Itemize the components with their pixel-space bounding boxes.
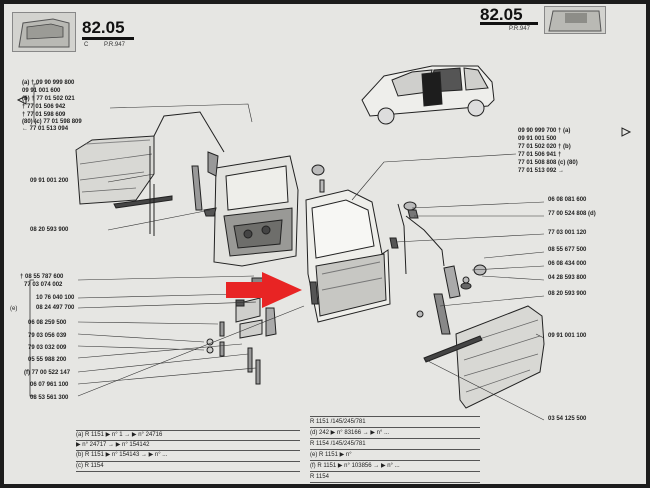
page-ref: P.R.947 xyxy=(104,42,125,48)
left-ref-4: 10 76 040 100 xyxy=(36,295,75,301)
left-door-frame xyxy=(213,155,299,267)
catalog-page: 82.05 C P.R.947 82.05 P.R.947 xyxy=(4,4,646,484)
right-page-number: 82.05 xyxy=(480,5,523,24)
left-top-ref-0: (a) † 09 90 999 800 xyxy=(22,80,75,86)
left-ref-7: 79 03 056 039 xyxy=(28,333,67,339)
right-top-ref-5: 77 01 513 092 → xyxy=(518,168,565,174)
right-variant-table: R 1151 /145/245/781 (d) 242 ▶ n° 83166 →… xyxy=(310,416,480,483)
left-door-panel xyxy=(75,111,225,236)
left-top-ref-4: † 77 01 598 609 xyxy=(22,112,66,118)
left-table-row-1: ▶ n° 24717 → ▶ n° 154142 xyxy=(76,441,300,452)
right-table-row-2: R 1154 /145/245/781 xyxy=(310,439,480,450)
page-code: C xyxy=(84,42,89,48)
right-table-row-3: (e) R 1151 ▶ n° xyxy=(310,450,480,461)
right-page-ref: P.R.947 xyxy=(509,26,530,32)
red-arrow-icon xyxy=(226,272,302,308)
right-ref-8: 03 54 125 500 xyxy=(548,416,587,422)
left-top-ref-5: (80) (c) 77 01 598 809 xyxy=(22,119,82,125)
left-ref-11: 06 07 961 100 xyxy=(30,382,69,388)
left-window-channel xyxy=(191,151,219,217)
right-ref-3: 08 55 677 500 xyxy=(548,247,587,253)
left-ref-3: 77 03 074 002 xyxy=(24,282,63,288)
left-table-row-2: (b) R 1151 ▶ n° 154143 → ▶ n° ... xyxy=(76,451,300,462)
left-ref-10: (f) 77 00 522 147 xyxy=(24,370,71,376)
thumb-icon xyxy=(16,95,632,137)
right-table-row-0: R 1151 /145/245/781 xyxy=(310,417,480,428)
right-page-underline xyxy=(480,22,538,25)
leader-lines-left xyxy=(77,103,305,397)
right-top-ref-1: 09 91 001 500 xyxy=(518,136,557,142)
right-door-thumbnail-icon xyxy=(544,6,606,34)
left-ref-12: 08 53 561 300 xyxy=(30,395,69,401)
right-ref-6: 08 20 593 900 xyxy=(548,291,587,297)
right-top-ref-3: 77 01 506 941 † xyxy=(518,152,562,158)
left-table-row-0: (a) R 1151 ▶ n° 1 → ▶ n° 24716 xyxy=(76,431,300,442)
left-ref-9: 05 55 988 200 xyxy=(28,357,67,363)
right-ref-2: 77 03 001 120 xyxy=(548,230,587,236)
right-ref-5: 04 28 593 800 xyxy=(548,275,587,281)
left-bracket xyxy=(29,279,34,397)
right-ref-0: 06 08 081 600 xyxy=(548,197,587,203)
right-door-frame xyxy=(305,189,391,323)
right-ref-7: 09 91 001 100 xyxy=(548,333,587,339)
page-number-underline xyxy=(82,37,134,40)
left-ref-6: 06 08 259 500 xyxy=(28,320,67,326)
left-top-ref-1: 09 91 001 600 xyxy=(22,88,61,94)
door-thumbnail-icon xyxy=(12,12,76,52)
left-bracket-label: (e) xyxy=(10,306,18,312)
left-table-row-3: (c) R 1154 xyxy=(76,462,300,472)
right-table-row-1: (d) 242 ▶ n° 83166 → ▶ n° ... xyxy=(310,428,480,439)
page-number: 82.05 xyxy=(82,18,125,37)
leader-lines-right xyxy=(351,153,545,421)
left-ref-1: 08 20 593 900 xyxy=(30,227,69,233)
left-ref-5: 08 24 497 700 xyxy=(36,305,75,311)
right-ref-4: 06 08 434 000 xyxy=(548,261,587,267)
hinge-parts xyxy=(206,277,277,385)
left-top-ref-6: ← 77 01 513 094 xyxy=(22,126,69,132)
car-illustration-icon xyxy=(361,65,495,125)
small-fasteners xyxy=(311,164,487,318)
left-variant-table: (a) R 1151 ▶ n° 1 → ▶ n° 24716 ▶ n° 2471… xyxy=(76,430,300,472)
left-ref-8: 79 03 032 009 xyxy=(28,345,67,351)
right-door-panel xyxy=(423,305,545,409)
right-top-ref-4: 77 01 508 808 (c) (80) xyxy=(518,160,578,166)
right-table-row-5: R 1154 xyxy=(310,472,480,483)
left-top-ref-2: (b) † 77 01 502 021 xyxy=(22,96,75,102)
left-top-ref-3: † 77 01 506 942 xyxy=(22,104,66,110)
left-ref-0: 09 91 001 200 xyxy=(30,178,69,184)
right-window-channel xyxy=(389,203,461,335)
left-top-bracket xyxy=(33,83,38,123)
right-table-row-4: (f) R 1151 ▶ n° 103856 → ▶ n° ... xyxy=(310,461,480,472)
left-ref-2: † 08 55 787 600 xyxy=(20,274,64,280)
right-ref-1: 77 00 524 808 (d) xyxy=(548,211,596,217)
exploded-door-diagram xyxy=(16,65,632,421)
right-top-ref-0: 09 90 999 700 † (a) xyxy=(518,128,571,134)
right-top-ref-2: 77 01 502 020 † (b) xyxy=(518,144,571,150)
